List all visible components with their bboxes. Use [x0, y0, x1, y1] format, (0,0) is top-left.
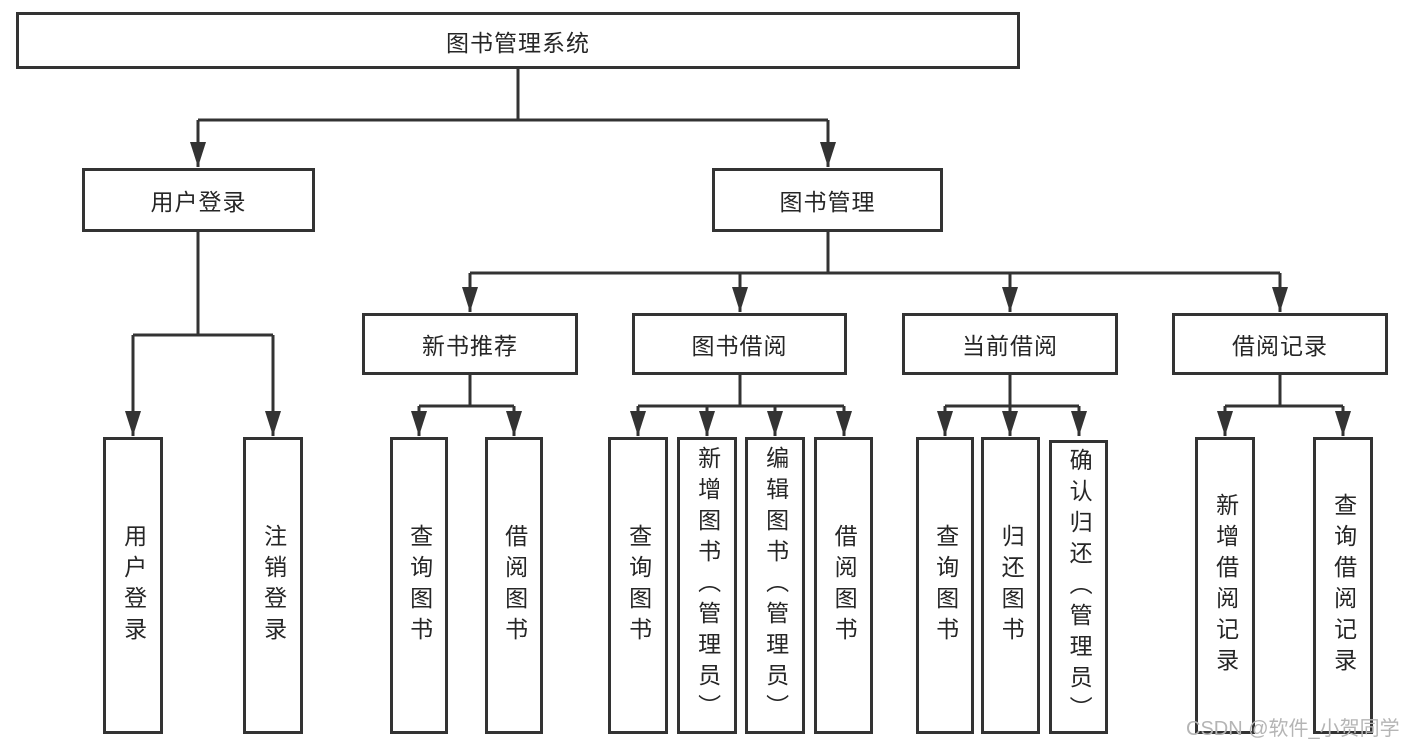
leaf-nbr-query-books: 查询图书: [390, 437, 448, 734]
leaf-cb-confirm-return-admin: 确认归还（管理员）: [1049, 440, 1108, 734]
node-label: 新增图书（管理员）: [694, 446, 721, 725]
node-label: 用户登录: [150, 189, 247, 215]
leaf-cb-return-books: 归还图书: [981, 437, 1040, 734]
node-root-library-system: 图书管理系统: [16, 12, 1020, 69]
node-label: 图书借阅: [691, 333, 788, 359]
node-label: 查询图书: [406, 523, 433, 648]
leaf-cb-query-books: 查询图书: [916, 437, 974, 734]
leaf-br-add-record: 新增借阅记录: [1195, 437, 1255, 734]
node-label: 归还图书: [998, 523, 1025, 648]
node-label: 当前借阅: [962, 333, 1058, 359]
node-label: 查询借阅记录: [1330, 492, 1357, 679]
node-label: 借阅图书: [501, 523, 528, 648]
leaf-nbr-borrow-books: 借阅图书: [485, 437, 543, 734]
node-label: 注销登录: [260, 523, 287, 648]
node-label: 确认归还（管理员）: [1066, 447, 1093, 727]
leaf-bb-query-books: 查询图书: [608, 437, 668, 734]
node-book-management: 图书管理: [712, 168, 943, 232]
leaf-bb-edit-books-admin: 编辑图书（管理员）: [745, 437, 805, 734]
node-label: 查询图书: [625, 523, 652, 648]
node-label: 新增借阅记录: [1212, 492, 1239, 679]
node-label: 新书推荐: [422, 333, 518, 359]
node-user-login: 用户登录: [82, 168, 315, 232]
csdn-watermark: CSDN @软件_小贺同学: [1186, 718, 1400, 740]
node-label: 查询图书: [932, 523, 959, 648]
leaf-br-query-record: 查询借阅记录: [1313, 437, 1373, 734]
node-label: 用户登录: [120, 523, 147, 648]
node-label: 编辑图书（管理员）: [762, 446, 789, 725]
node-book-borrow: 图书借阅: [632, 313, 847, 375]
node-label: 图书管理系统: [446, 29, 590, 56]
leaf-logout: 注销登录: [243, 437, 303, 734]
node-label: 借阅图书: [831, 523, 858, 648]
node-borrow-records: 借阅记录: [1172, 313, 1388, 375]
node-current-borrow: 当前借阅: [902, 313, 1118, 375]
node-new-book-recommend: 新书推荐: [362, 313, 578, 375]
node-label: 借阅记录: [1232, 333, 1328, 359]
leaf-user-login: 用户登录: [103, 437, 163, 734]
leaf-bb-add-books-admin: 新增图书（管理员）: [677, 437, 737, 734]
node-label: 图书管理: [779, 189, 876, 215]
leaf-bb-borrow-books: 借阅图书: [814, 437, 873, 734]
